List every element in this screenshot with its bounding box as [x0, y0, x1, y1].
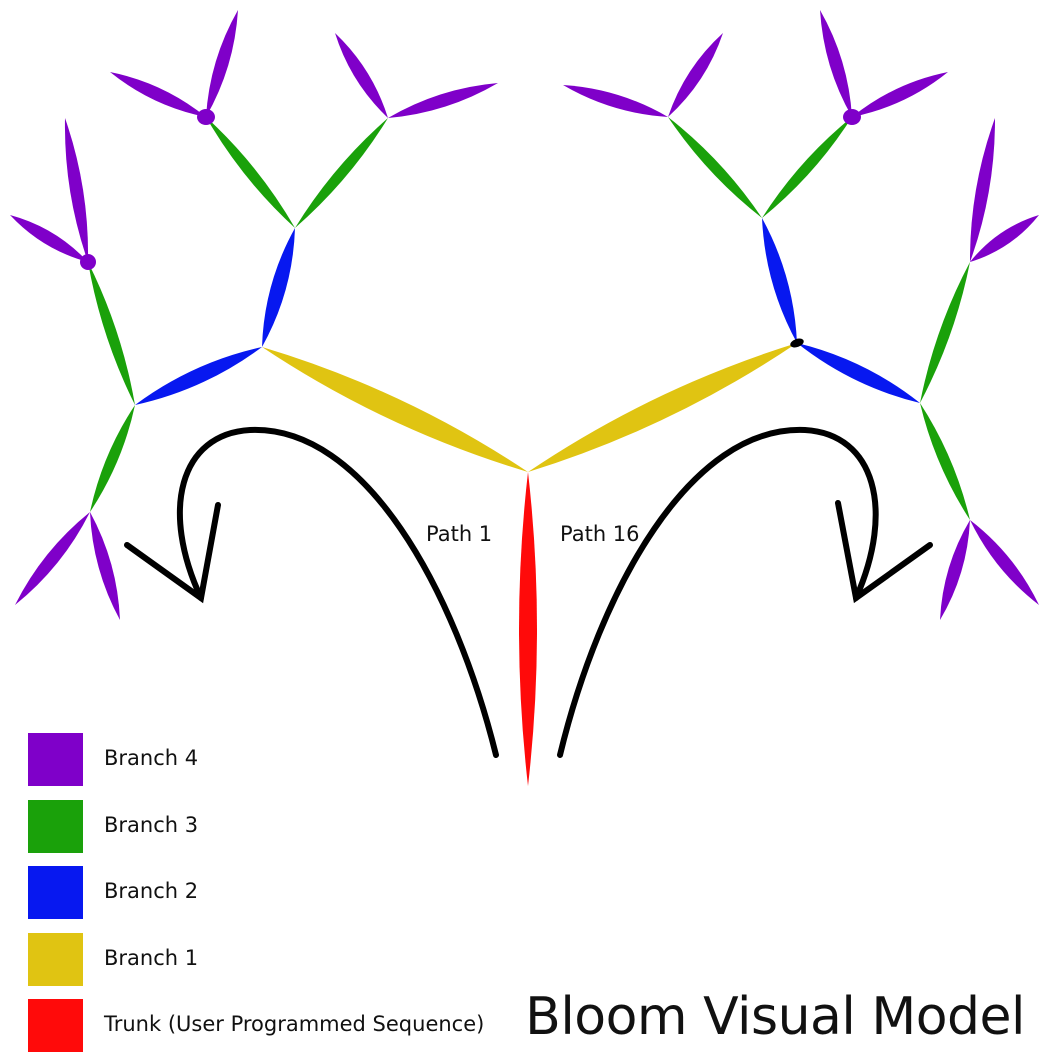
legend-label: Trunk (User Programmed Sequence)	[104, 1012, 484, 1036]
branch-4-segment	[820, 10, 852, 117]
branch-3-segment	[206, 117, 295, 228]
right-arrowhead	[838, 503, 930, 598]
branch-4-segment	[940, 520, 970, 620]
branch-3-segment	[295, 118, 388, 228]
branch-2-segment	[762, 218, 797, 343]
legend-swatch	[28, 933, 83, 986]
legend-item-branch-3: Branch 3	[28, 800, 548, 856]
branch-4-segment	[668, 33, 723, 117]
legend-item-branch-1: Branch 1	[28, 933, 548, 989]
legend-label: Branch 2	[104, 879, 198, 903]
branch-4-segment	[388, 83, 498, 118]
legend-swatch	[28, 800, 83, 853]
right-curved-arrow	[560, 430, 876, 755]
legend-label: Branch 1	[104, 946, 198, 970]
branch-4-segment	[335, 33, 388, 118]
branch-2-segment	[797, 343, 920, 403]
petal-layer	[10, 10, 1039, 786]
legend-swatch	[28, 733, 83, 786]
node-marker	[80, 254, 96, 270]
legend-item-branch-4: Branch 4	[28, 733, 548, 789]
branch-3-segment	[920, 403, 970, 520]
branch-3-segment	[762, 117, 852, 218]
branch-1-segment	[262, 347, 528, 472]
legend-item-branch-2: Branch 2	[28, 866, 548, 922]
legend-swatch	[28, 999, 83, 1052]
path-16-label: Path 16	[560, 522, 640, 546]
left-arrowhead	[127, 505, 218, 598]
branch-4-segment	[15, 512, 90, 605]
legend-label: Branch 3	[104, 813, 198, 837]
branch-2-segment	[262, 228, 295, 347]
branch-2-segment	[135, 347, 262, 405]
legend-label: Branch 4	[104, 746, 198, 770]
left-curved-arrow	[180, 430, 496, 755]
branch-4-segment	[852, 72, 948, 117]
node-marker	[197, 109, 215, 125]
branch-3-segment	[90, 405, 135, 512]
branch-1-segment	[528, 343, 797, 472]
branch-3-segment	[920, 262, 970, 403]
branch-3-segment	[668, 117, 762, 218]
branch-4-segment	[65, 118, 88, 262]
branch-4-segment	[970, 520, 1039, 605]
node-marker	[843, 109, 861, 125]
diagram-title: Bloom Visual Model	[525, 987, 1025, 1047]
path-1-label: Path 1	[426, 522, 492, 546]
branch-4-segment	[206, 10, 238, 117]
branch-3-segment	[88, 262, 135, 405]
branch-4-segment	[110, 72, 206, 117]
legend-swatch	[28, 866, 83, 919]
branch-4-segment	[563, 85, 668, 117]
branch-4-segment	[90, 512, 120, 620]
legend-item-trunk: Trunk (User Programmed Sequence)	[28, 999, 548, 1055]
